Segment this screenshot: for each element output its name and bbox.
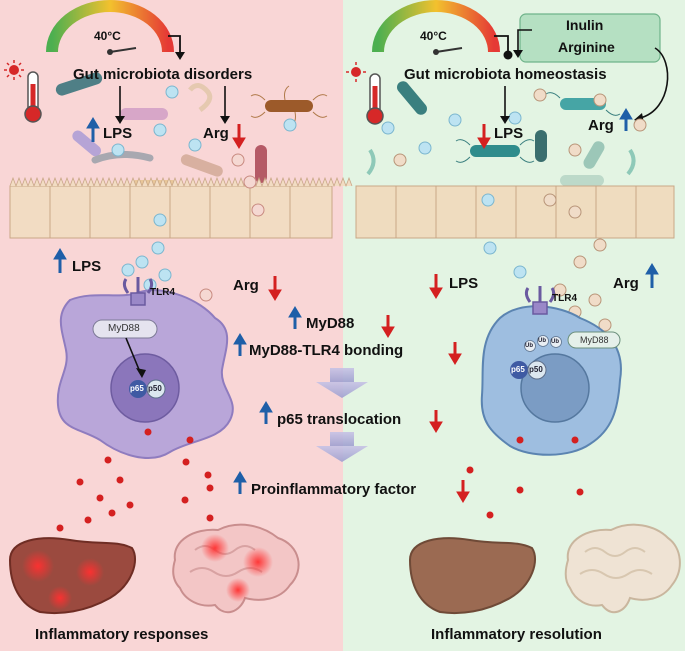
left-lps-blood-label: LPS — [72, 258, 102, 275]
right-brain — [564, 523, 681, 614]
right-trigger-label: Gut microbiota homeostasis — [404, 66, 607, 83]
right-gauge — [372, 0, 500, 55]
right-gauge-inhibit — [494, 35, 509, 52]
right-arg-gut-label: Arg — [588, 117, 614, 134]
right-p50-label: p50 — [529, 365, 543, 374]
arginine-arrow — [639, 47, 669, 119]
right-tlr4-receptor — [524, 286, 556, 315]
left-myd88-label: MyD88 — [108, 323, 140, 334]
right-myd88-box — [567, 331, 621, 349]
up-arrows — [53, 108, 659, 494]
right-thermometer-icon — [366, 73, 384, 125]
left-tlr4-label: TLR4 — [150, 287, 175, 298]
right-ubiquitin-chain — [524, 335, 562, 352]
right-liver — [408, 537, 536, 615]
left-gauge — [46, 0, 174, 55]
right-sun-icon — [346, 62, 366, 82]
center-myd88-label: MyD88 — [306, 315, 355, 332]
left-arg-gut-label: Arg — [203, 125, 229, 142]
right-footer-label: Inflammatory resolution — [431, 626, 602, 643]
supplement-box — [519, 13, 661, 63]
down-arrows — [232, 124, 491, 503]
supplement-inulin-label: Inulin — [566, 17, 604, 33]
right-cytokine-dots — [466, 436, 584, 519]
left-sun-icon — [4, 60, 24, 80]
left-p65 — [129, 380, 147, 398]
left-arg-blood-label: Arg — [233, 277, 259, 294]
right-lps-particles — [381, 111, 527, 279]
right-ub-label-2: Ub — [538, 338, 546, 344]
right-p50 — [527, 360, 547, 380]
center-translocation-label: p65 translocation — [277, 411, 402, 428]
center-flow-arrows — [316, 368, 368, 462]
center-factor-label: Proinflammatory factor — [251, 481, 417, 498]
left-trigger-arrows — [119, 86, 226, 118]
right-ub-label-3: Ub — [551, 339, 559, 345]
right-bacteria — [366, 81, 636, 186]
left-p50 — [146, 379, 166, 399]
left-thermometer-icon — [24, 71, 42, 123]
left-gauge-temp: 40°C — [94, 29, 121, 43]
right-arg-blood-label: Arg — [613, 275, 639, 292]
left-tlr4-receptor — [122, 277, 154, 306]
left-myd88-box — [92, 319, 158, 339]
right-ub-label-1: Ub — [525, 343, 533, 349]
left-trigger-label: Gut microbiota disorders — [73, 66, 253, 83]
right-lps-blood-label: LPS — [449, 275, 479, 292]
right-myd88-label: MyD88 — [580, 335, 609, 345]
right-lps-gut-label: LPS — [494, 125, 524, 142]
left-epithelium — [9, 176, 353, 239]
center-bonding-label: MyD88-TLR4 bonding — [249, 342, 404, 359]
left-p65-label: p65 — [130, 384, 144, 393]
left-gauge-arrow — [168, 35, 181, 55]
right-p65-label: p65 — [511, 365, 525, 374]
right-epithelium — [355, 185, 675, 239]
right-gauge-temp: 40°C — [420, 29, 447, 43]
supplement-arginine-label: Arginine — [558, 39, 615, 55]
left-lps-particles — [111, 85, 297, 292]
left-cytokine-dots — [56, 428, 214, 532]
left-footer-label: Inflammatory responses — [35, 626, 209, 643]
right-p65 — [510, 361, 528, 379]
right-tlr4-label: TLR4 — [552, 293, 577, 304]
left-p50-label: p50 — [148, 384, 162, 393]
left-lps-gut-label: LPS — [103, 125, 133, 142]
